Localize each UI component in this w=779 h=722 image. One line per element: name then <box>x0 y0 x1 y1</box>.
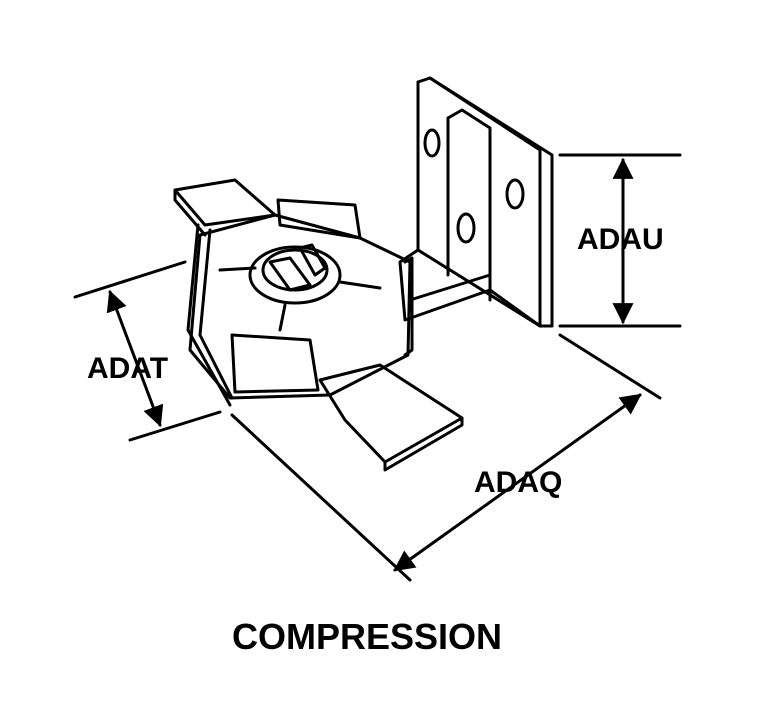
label-adat: ADAT <box>87 352 169 385</box>
dimension-adat <box>73 260 222 442</box>
mounting-bracket <box>398 76 554 328</box>
dimension-adau <box>558 153 682 328</box>
label-adau: ADAU <box>577 223 664 256</box>
label-adaq: ADAQ <box>474 466 563 499</box>
dimension-adaq <box>230 333 662 582</box>
caption: COMPRESSION <box>232 616 503 657</box>
